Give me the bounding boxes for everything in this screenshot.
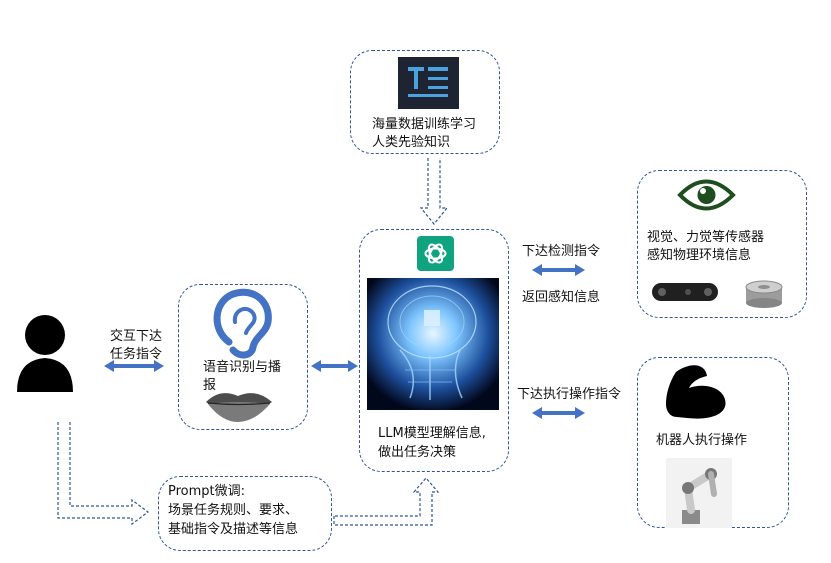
prompt-text-line3: 基础指令及描述等信息 [168,522,299,537]
llm-text-line2: 做出任务决策 [378,445,457,460]
return-info-label: 返回感知信息 [522,290,601,305]
interact-label-line2: 任务指令 [110,347,163,362]
arrow-speech-llm [311,360,358,372]
depth-camera-icon [652,283,718,301]
exec-command-label: 下达执行操作指令 [517,387,622,402]
robot-text: 机器人执行操作 [656,433,748,448]
robot-arm-image [666,458,732,528]
sensor-box [637,170,807,318]
lips-icon [206,393,272,422]
eye-icon [677,179,736,211]
speech-box [178,284,308,430]
prompt-text-line1: Prompt微调: [168,484,246,499]
arrow-llm-robot [532,407,585,419]
arrow-llm-sensor [532,264,585,276]
interact-label-line1: 交互下达 [110,329,163,344]
double-arrows [104,264,585,419]
knowledge-text-line2: 人类先验知识 [372,135,451,150]
prompt-text-line2: 场景任务规则、要求、 [168,503,299,518]
knowledge-box [350,50,500,154]
sensor-text-line1: 视觉、力觉等传感器 [647,230,765,245]
person-icon [17,315,73,392]
arrow-prompt-llm [333,477,440,526]
llm-text-line1: LLM模型理解信息, [378,426,486,441]
arrow-person-prompt [57,422,149,526]
arrow-knowledge-llm [419,158,449,225]
llm-box [359,229,509,472]
muscle-arm-icon [666,365,726,419]
ear-icon [213,288,272,359]
text-logo-icon [398,57,459,109]
ai-brain-image [367,278,499,410]
arrow-person-speech [104,360,164,372]
prompt-box [158,476,332,551]
detect-command-label: 下达检测指令 [522,244,601,259]
sensor-text-line2: 感知物理环境信息 [647,248,752,263]
speech-text-line2: 报 [203,378,217,393]
chatgpt-logo-icon [417,236,454,271]
knowledge-text-line1: 海量数据训练学习 [372,117,477,132]
speech-text-line1: 语音识别与播 [203,360,282,375]
force-sensor-icon [745,280,783,308]
